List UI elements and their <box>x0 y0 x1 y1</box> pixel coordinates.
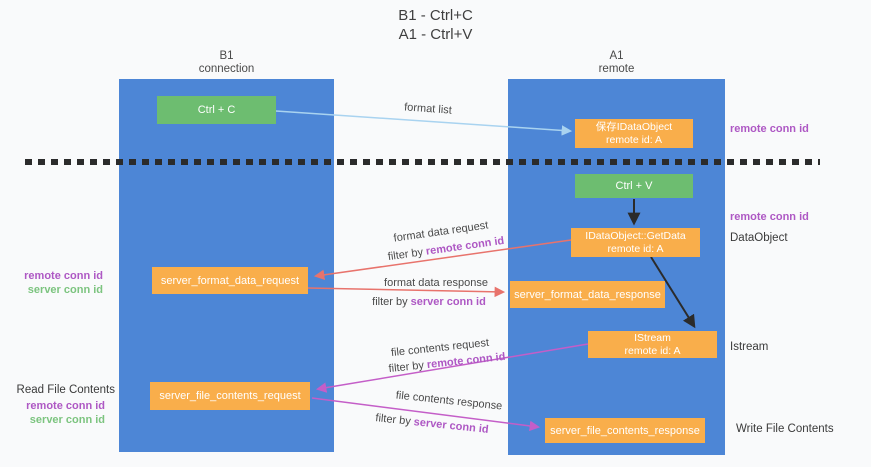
filter-by-text: filter by <box>372 296 408 308</box>
server-conn-id-text: server conn id <box>413 416 490 436</box>
left-label-read-file-contents: Read File Contents <box>16 384 115 396</box>
filter-by-text: filter by <box>374 412 412 428</box>
right-label-dataobject: DataObject <box>730 232 788 244</box>
node-save-idataobject-line2: remote id: A <box>605 133 663 146</box>
node-server-file-contents-request: server_file_contents_request <box>150 382 310 410</box>
left-server-conn-id-top: server conn id <box>27 283 103 296</box>
node-server-format-data-response-label: server_format_data_response <box>514 288 661 301</box>
node-server-format-data-request-label: server_format_data_request <box>160 274 300 287</box>
node-save-idataobject: 保存IDataObject remote id: A <box>575 119 693 148</box>
node-server-format-data-request: server_format_data_request <box>152 267 308 294</box>
lane-b1-role: connection <box>198 63 255 75</box>
left-label-conn-ids-top: remote conn id server conn id <box>8 270 103 297</box>
right-label-remote-conn-id-top: remote conn id <box>730 123 809 135</box>
node-getdata-line1: IDataObject::GetData <box>585 230 686 242</box>
node-server-format-data-response: server_format_data_response <box>510 281 665 308</box>
node-ctrl-c-label: Ctrl + C <box>197 104 236 116</box>
title-line-2: A1 - Ctrl+V <box>398 25 473 43</box>
server-conn-id-text: server conn id <box>410 296 486 308</box>
lane-header-b1: B1 connection <box>119 50 334 76</box>
lane-a1-role: remote <box>598 63 635 75</box>
lane-a1-name: A1 <box>609 50 624 62</box>
lane-b1-name: B1 <box>219 50 234 62</box>
left-server-conn-id-bottom: server conn id <box>29 413 105 426</box>
left-remote-conn-id-bottom: remote conn id <box>26 400 105 412</box>
node-getdata-line2: remote id: A <box>607 242 664 255</box>
node-ctrl-v-label: Ctrl + V <box>615 180 653 192</box>
label-format-data-response: format data response <box>384 277 488 289</box>
title-line-1: B1 - Ctrl+C <box>398 7 473 24</box>
right-label-remote-conn-id-mid: remote conn id <box>730 211 809 223</box>
lane-header-a1: A1 remote <box>508 50 725 76</box>
filter-by-text: filter by <box>387 246 424 264</box>
node-ctrl-c: Ctrl + C <box>157 96 276 124</box>
node-istream: IStream remote id: A <box>588 331 717 358</box>
phase-separator-dashed-line <box>25 159 820 165</box>
diagram-title: B1 - Ctrl+C A1 - Ctrl+V <box>0 7 871 44</box>
label-format-list: format list <box>403 101 453 117</box>
label-file-contents-response: file contents response <box>395 389 503 413</box>
node-ctrl-v: Ctrl + V <box>575 174 693 198</box>
filter-by-text: filter by <box>388 359 425 376</box>
right-label-istream: Istream <box>730 341 769 353</box>
node-server-file-contents-response: server_file_contents_response <box>545 418 705 443</box>
left-label-conn-ids-bottom: remote conn id server conn id <box>8 400 105 427</box>
node-istream-line2: remote id: A <box>624 344 681 357</box>
node-istream-line1: IStream <box>634 332 671 344</box>
left-remote-conn-id-top: remote conn id <box>24 270 103 282</box>
node-server-file-contents-request-label: server_file_contents_request <box>159 390 301 402</box>
node-save-idataobject-line1: 保存IDataObject <box>595 121 673 133</box>
node-idataobject-getdata: IDataObject::GetData remote id: A <box>571 228 700 257</box>
node-server-file-contents-response-label: server_file_contents_response <box>550 424 700 437</box>
right-label-write-file-contents: Write File Contents <box>736 423 834 435</box>
